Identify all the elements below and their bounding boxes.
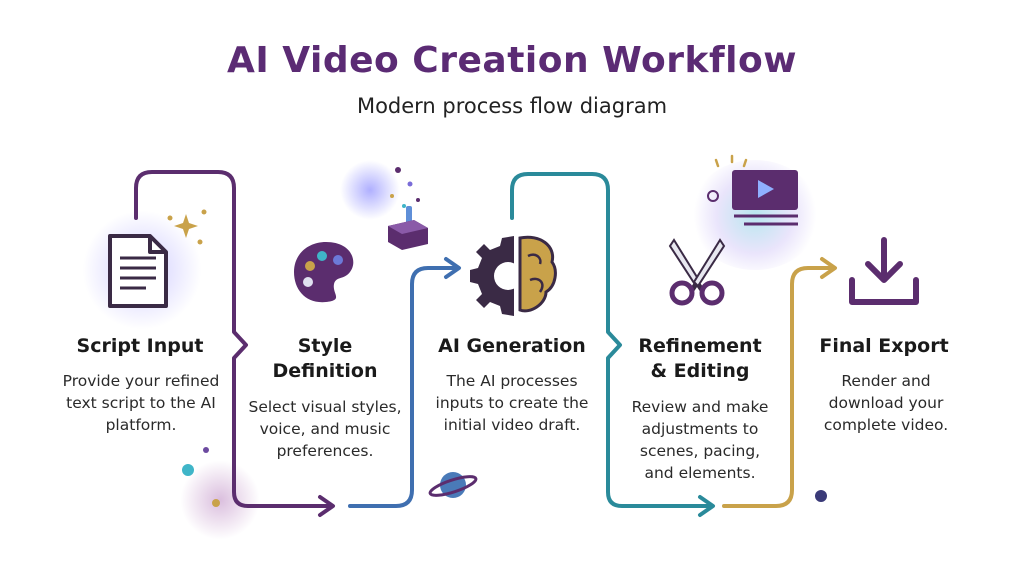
arrowhead-icon (698, 495, 715, 517)
sparkle-icon (714, 154, 748, 168)
arrowhead-icon (318, 495, 335, 517)
step-title-final-export: Final Export (819, 335, 949, 357)
step-description-script-input: Provide your refined text script to the … (62, 372, 220, 434)
step-title-style-definition: Style Definition (272, 335, 378, 382)
decoration-dot (212, 499, 220, 507)
step-description-style-definition: Select visual styles, voice, and music p… (248, 398, 402, 460)
decoration-dot (815, 490, 827, 502)
gear-brain-icon (470, 235, 557, 316)
step-description-final-export: Render and download your complete video. (823, 372, 949, 434)
decoration-dot (182, 464, 194, 476)
step-description-ai-generation: The AI processes inputs to create the in… (435, 372, 589, 434)
magic-box-icon (388, 206, 428, 250)
video-player-icon (732, 170, 798, 226)
download-icon (849, 237, 919, 305)
flow-connector-3 (510, 172, 710, 508)
diagram-subtitle: Modern process flow diagram (356, 94, 668, 118)
particle-dots (390, 167, 420, 208)
flow-connector-1 (134, 170, 332, 508)
sparkle-icon (167, 209, 207, 245)
document-icon (108, 234, 168, 308)
scissors-icon (668, 238, 726, 306)
flow-connector-2 (348, 266, 456, 508)
step-title-ai-generation: AI Generation (438, 335, 586, 357)
flow-connector-4 (722, 266, 832, 508)
planet-icon (428, 472, 478, 498)
step-title-script-input: Script Input (76, 335, 204, 357)
decoration-dot (203, 447, 209, 453)
step-description-refinement-editing: Review and make adjustments to scenes, p… (631, 398, 769, 482)
step-title-refinement-editing: Refinement & Editing (638, 335, 762, 382)
arrowhead-icon (820, 257, 837, 279)
arrowhead-icon (444, 257, 461, 279)
decoration-dot (707, 190, 719, 202)
palette-icon (294, 242, 354, 303)
diagram-title: AI Video Creation Workflow (227, 40, 797, 81)
